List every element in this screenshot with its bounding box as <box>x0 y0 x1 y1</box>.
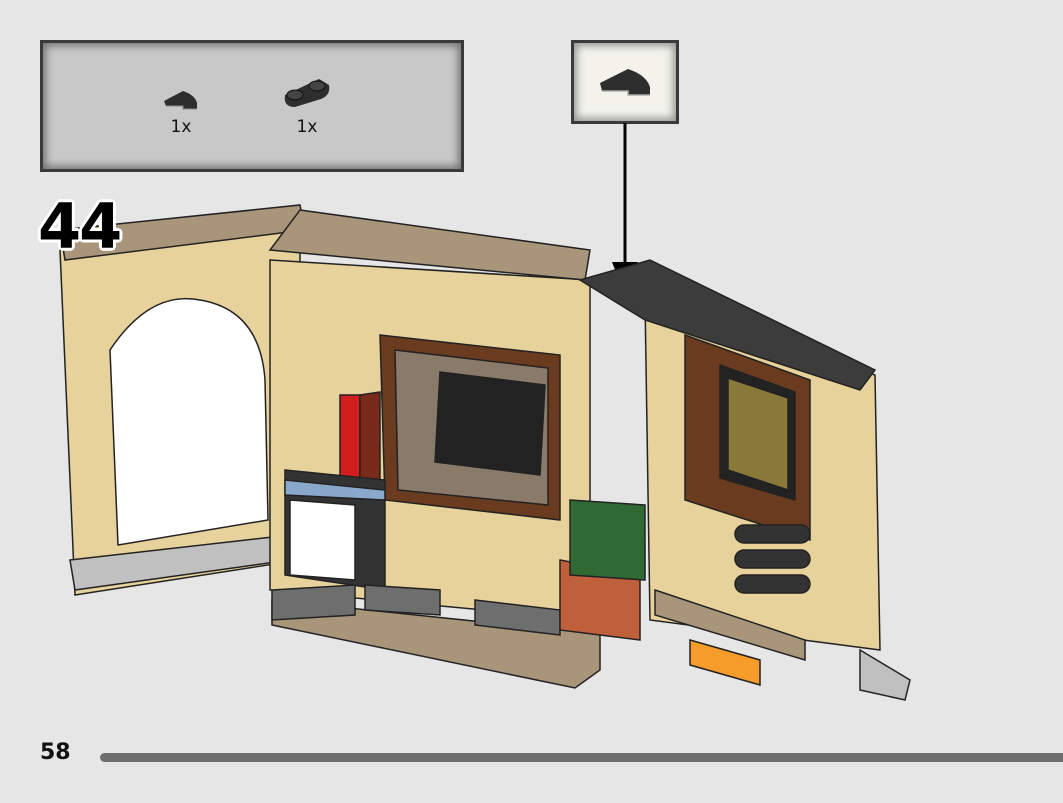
callout-box <box>571 40 679 124</box>
rounded-plate-icon <box>284 79 330 107</box>
parts-list-box: 1x 1x <box>40 40 464 172</box>
part-quantity: 1x <box>296 117 318 137</box>
base-plate <box>271 499 911 701</box>
quarter-round-tile-icon <box>164 91 197 110</box>
quarter-round-tile-icon <box>600 69 650 96</box>
part-item: 1x <box>161 87 201 137</box>
left-arch-wall <box>59 204 306 596</box>
page-number: 58 <box>40 740 71 765</box>
part-item: 1x <box>279 73 335 137</box>
back-wall <box>268 209 591 621</box>
right-wall <box>578 259 881 686</box>
step-number: 44 <box>38 190 122 263</box>
part-quantity: 1x <box>170 117 192 137</box>
progress-bar <box>100 753 1063 762</box>
